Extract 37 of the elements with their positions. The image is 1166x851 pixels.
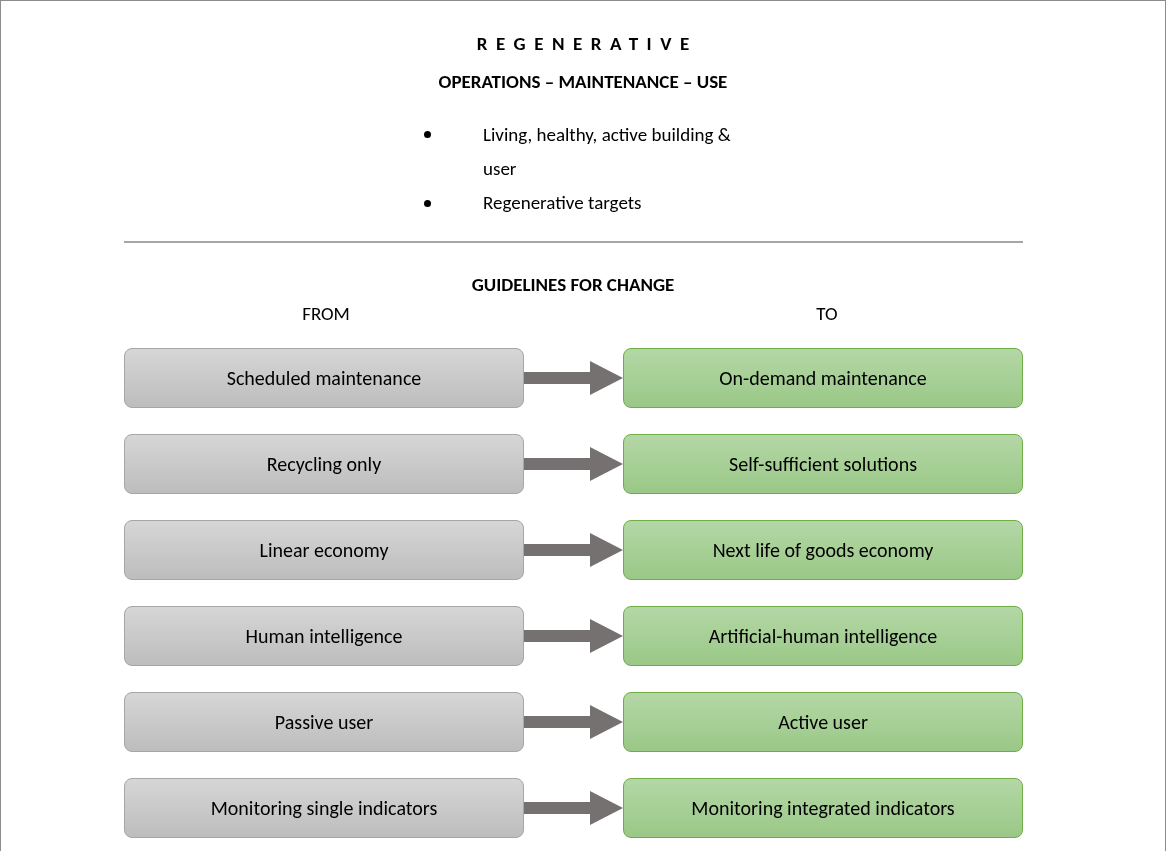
block-arrow [524,361,623,395]
box-label: On-demand maintenance [719,365,927,392]
to-box [623,434,1023,494]
from-box [124,520,524,580]
to-box [623,348,1023,408]
box-label: Scheduled maintenance [226,365,422,392]
box-label: Artificial-human intelligence [708,623,938,650]
column-heading: TO [815,301,839,327]
from-box [124,348,524,408]
block-arrow [524,705,623,739]
from-box [124,692,524,752]
from-box [124,778,524,838]
from-box [124,606,524,666]
box-label: Active user [778,709,868,736]
to-box [623,692,1023,752]
title: REGENERATIVE [475,31,699,57]
block-arrow [524,791,623,825]
column-heading: FROM [301,301,351,327]
from-box [124,434,524,494]
block-arrow [524,619,623,653]
box-label: Monitoring integrated indicators [691,795,955,822]
box-label: Recycling only [266,451,382,478]
block-arrow [524,533,623,567]
box-label: Linear economy [259,537,389,564]
section-heading: GUIDELINES FOR CHANGE [470,272,676,298]
to-box [623,778,1023,838]
subtitle: OPERATIONS – MAINTENANCE – USE [437,69,729,95]
box-label: Next life of goods economy [712,537,934,564]
bullet-text: Living, healthy, active building & user [483,122,732,182]
box-label: Self-sufficient solutions [729,451,917,478]
box-label: Passive user [274,709,374,736]
to-box [623,520,1023,580]
to-box [623,606,1023,666]
bullet-text: Regenerative targets [483,190,643,216]
box-label: Human intelligence [245,623,403,650]
block-arrow [524,447,623,481]
box-label: Monitoring single indicators [210,795,438,822]
